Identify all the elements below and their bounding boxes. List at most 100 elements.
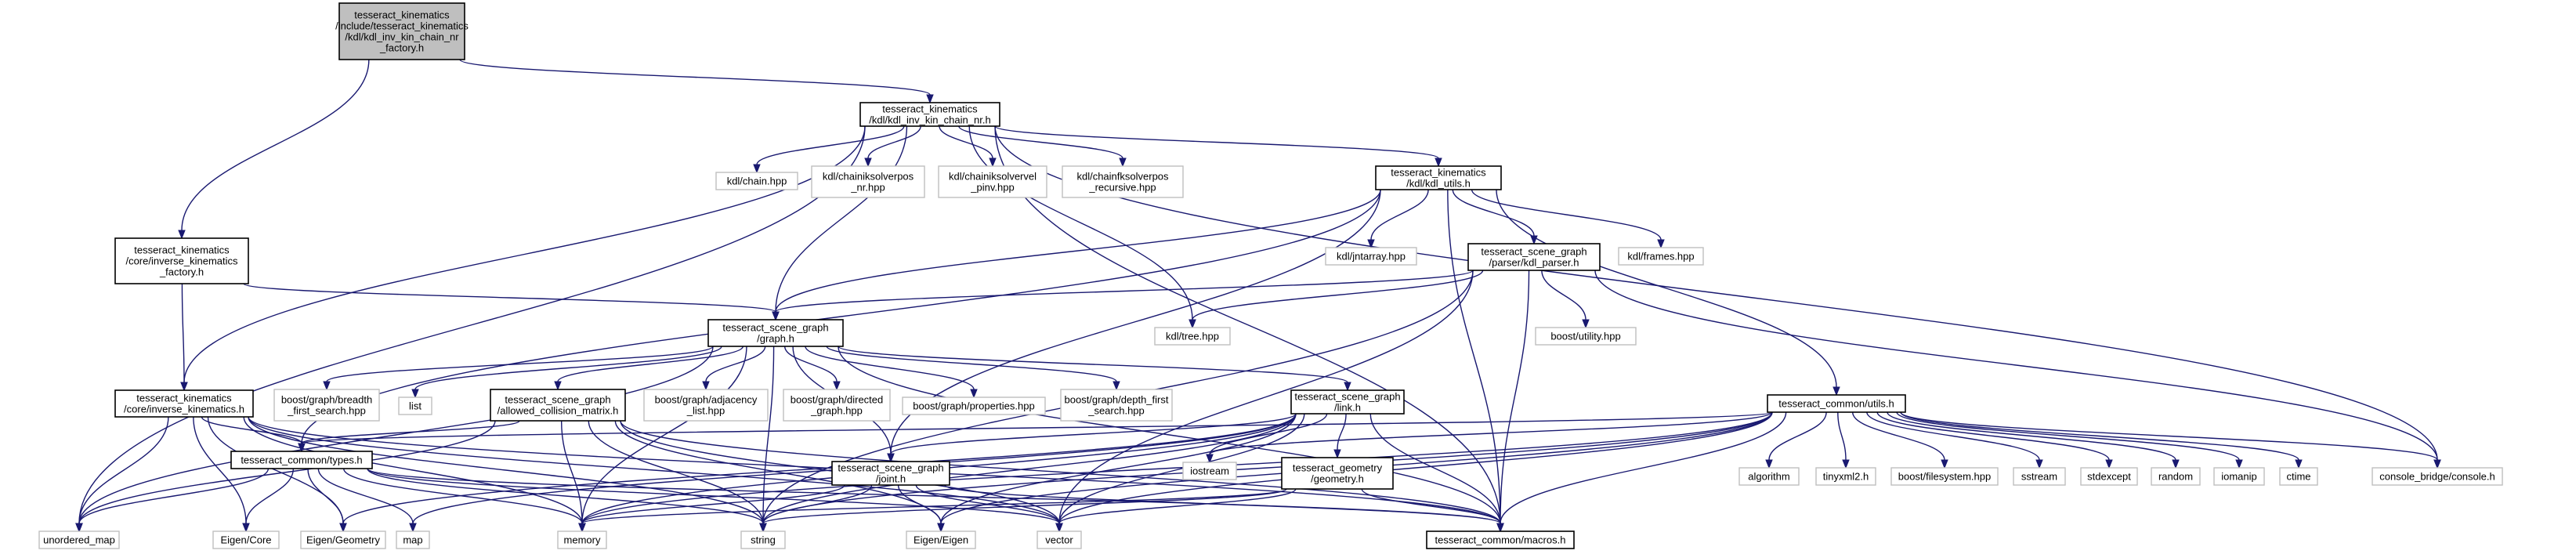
- node-label-line: boost/graph/breadth: [281, 394, 372, 406]
- edge-line: [1369, 413, 1501, 524]
- node-iostream[interactable]: iostream: [1182, 462, 1237, 480]
- node-root[interactable]: tesseract_kinematics/include/tesseract_k…: [335, 2, 469, 60]
- node-iomanip[interactable]: iomanip: [2213, 467, 2265, 486]
- edge-geometry-to-memory: [578, 488, 1287, 533]
- arrowhead: [411, 389, 419, 399]
- node-stdexcept[interactable]: stdexcept: [2080, 467, 2138, 486]
- nodes-layer: tesseract_kinematics/include/tesseract_k…: [38, 2, 2503, 549]
- node-dfs[interactable]: boost/graph/depth_first_search.hpp: [1060, 389, 1173, 422]
- node-cfk[interactable]: kdl/chainfksolverpos_recursive.hpp: [1062, 165, 1184, 198]
- node-label-line: stdexcept: [2087, 471, 2131, 483]
- node-label-line: _list.hpp: [686, 405, 725, 417]
- node-acm[interactable]: tesseract_scene_graph/allowed_collision_…: [490, 389, 626, 422]
- node-random[interactable]: random: [2151, 467, 2201, 486]
- node-kdlparser[interactable]: tesseract_scene_graph/parser/kdl_parser.…: [1467, 243, 1601, 271]
- node-sstream[interactable]: sstream: [2013, 467, 2066, 486]
- edge-line: [1058, 413, 1305, 524]
- node-box: [2151, 467, 2201, 486]
- node-graph[interactable]: tesseract_scene_graph/graph.h: [707, 319, 844, 347]
- node-box: [2279, 467, 2318, 486]
- node-label-line: list: [409, 400, 421, 412]
- node-kdlutils[interactable]: tesseract_kinematics/kdl/kdl_utils.h: [1375, 165, 1502, 190]
- node-ctime[interactable]: ctime: [2279, 467, 2318, 486]
- node-label-line: tesseract_kinematics: [882, 103, 978, 115]
- node-list[interactable]: list: [398, 396, 432, 415]
- node-eigeneigen[interactable]: Eigen/Eigen: [906, 530, 976, 549]
- edge-line: [326, 346, 714, 382]
- node-fs[interactable]: boost/filesystem.hpp: [1890, 467, 1999, 486]
- arrowhead: [833, 381, 841, 391]
- node-invkin[interactable]: tesseract_kinematics/core/inverse_kinema…: [114, 389, 254, 418]
- arrowhead: [1119, 158, 1127, 168]
- edge-line: [301, 411, 1773, 444]
- edge-nr-to-invkin: [180, 125, 866, 392]
- arrowhead: [2235, 459, 2243, 469]
- node-utils[interactable]: tesseract_common/utils.h: [1767, 394, 1906, 413]
- node-label-line: boost/filesystem.hpp: [1898, 471, 1992, 483]
- edge-geometry-to-string: [759, 488, 1287, 533]
- arrowhead: [1765, 459, 1773, 469]
- node-string[interactable]: string: [740, 530, 786, 549]
- node-bfs[interactable]: boost/graph/breadth_first_search.hpp: [273, 389, 380, 422]
- arrowhead: [2172, 459, 2180, 469]
- arrowhead: [2433, 459, 2441, 469]
- node-link[interactable]: tesseract_scene_graph/link.h: [1290, 389, 1405, 415]
- node-box: [490, 389, 626, 422]
- node-adjlist[interactable]: boost/graph/adjacency_list.hpp: [643, 389, 769, 422]
- node-box: [273, 389, 380, 422]
- edge-nr-to-cikvel: [939, 125, 997, 168]
- node-box: [300, 530, 386, 549]
- node-jntarray[interactable]: kdl/jntarray.hpp: [1325, 247, 1417, 266]
- node-macros[interactable]: tesseract_common/macros.h: [1426, 530, 1575, 549]
- node-factory[interactable]: tesseract_kinematics/core/inverse_kinema…: [114, 237, 249, 284]
- edge-line: [1852, 411, 1945, 461]
- node-tinyxml[interactable]: tinyxml2.h: [1815, 467, 1876, 486]
- node-label-line: tesseract_scene_graph: [505, 394, 610, 406]
- edge-line: [193, 416, 247, 524]
- edge-kdlutils-to-jntarray: [1367, 189, 1429, 249]
- node-frames[interactable]: kdl/frames.hpp: [1618, 247, 1704, 266]
- node-eigencore[interactable]: Eigen/Core: [212, 530, 280, 549]
- edge-utils-to-iomanip: [1896, 411, 2243, 469]
- node-box: [811, 165, 925, 198]
- node-cikvel[interactable]: kdl/chainiksolvervel_pinv.hpp: [938, 165, 1047, 198]
- edge-line: [557, 346, 743, 382]
- node-directed[interactable]: boost/graph/directed_graph.hpp: [783, 389, 891, 422]
- node-chain[interactable]: kdl/chain.hpp: [715, 172, 798, 190]
- node-console[interactable]: console_bridge/console.h: [2372, 467, 2503, 486]
- node-eigengeom[interactable]: Eigen/Geometry: [300, 530, 386, 549]
- edge-types-to-umap: [75, 468, 270, 533]
- node-nr[interactable]: tesseract_kinematics/kdl/kdl_inv_kin_cha…: [859, 102, 1000, 127]
- node-ciksp[interactable]: kdl/chainiksolverpos_nr.hpp: [811, 165, 925, 198]
- edge-line: [367, 468, 764, 524]
- edge-line: [838, 346, 1501, 524]
- edge-link-to-joint: [887, 413, 1297, 463]
- node-box: [906, 530, 976, 549]
- node-umap[interactable]: unordered_map: [38, 530, 120, 549]
- node-label-line: kdl/tree.hpp: [1166, 331, 1219, 342]
- node-tree[interactable]: kdl/tree.hpp: [1154, 327, 1231, 346]
- edge-line: [1452, 189, 1535, 237]
- node-algorithm[interactable]: algorithm: [1738, 467, 1800, 486]
- node-vector[interactable]: vector: [1037, 530, 1082, 549]
- node-types[interactable]: tesseract_common/types.h: [230, 451, 373, 469]
- edge-line: [1471, 189, 1662, 241]
- node-memory[interactable]: memory: [557, 530, 607, 549]
- edge-line: [1209, 411, 1773, 455]
- node-box: [212, 530, 280, 549]
- edge-kdlparser-to-graph: [772, 270, 1474, 321]
- node-props[interactable]: boost/graph/properties.hpp: [902, 396, 1046, 415]
- node-label-line: /allowed_collision_matrix.h: [497, 405, 619, 417]
- edge-graph-to-link: [838, 346, 1351, 392]
- node-label-line: _nr.hpp: [850, 182, 885, 194]
- node-label-line: _first_search.hpp: [287, 405, 366, 417]
- node-geometry[interactable]: tesseract_geometry/geometry.h: [1281, 457, 1394, 490]
- node-boostutil[interactable]: boost/utility.hpp: [1535, 327, 1637, 346]
- node-joint[interactable]: tesseract_scene_graph/joint.h: [831, 461, 950, 486]
- node-map[interactable]: map: [396, 530, 430, 549]
- node-box: [1281, 457, 1394, 490]
- node-label-line: boost/graph/directed: [791, 394, 884, 406]
- edge-line: [207, 416, 344, 524]
- edge-line: [201, 416, 302, 444]
